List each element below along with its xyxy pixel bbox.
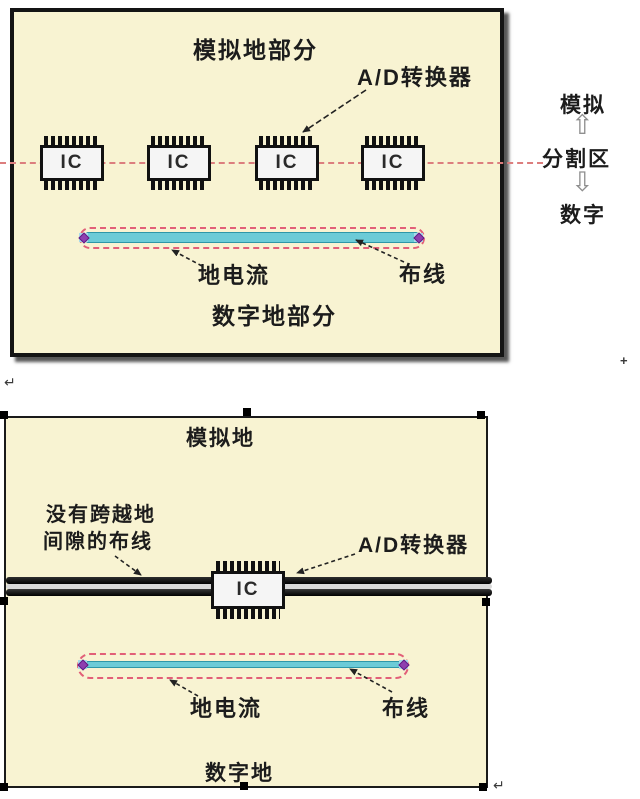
ic-pins-icon	[365, 181, 421, 190]
wiring-trace-bottom	[86, 661, 401, 668]
trace-endpoint-icon	[413, 232, 425, 244]
ad-converter-label-bottom: A/D转换器	[358, 534, 470, 557]
ic-chip-3-ad-converter: IC	[255, 136, 319, 190]
selection-handle-bottom-middle[interactable]	[240, 782, 248, 790]
side-split-zone-label: 分割区	[542, 148, 611, 171]
top-figure-title: 模拟地部分	[193, 37, 318, 63]
ic-chip-1: IC	[40, 136, 104, 190]
ic-pins-icon	[216, 609, 280, 619]
ic-chip-4: IC	[361, 136, 425, 190]
ic-pins-icon	[44, 181, 100, 190]
ic-pins-icon	[365, 136, 421, 145]
bottom-figure-footer: 数字地	[205, 762, 274, 785]
ic-pins-icon	[216, 561, 280, 571]
ground-current-label-top: 地电流	[198, 263, 271, 288]
top-figure-footer: 数字地部分	[212, 303, 337, 329]
bottom-figure-title: 模拟地	[186, 427, 255, 450]
selection-handle-middle-right[interactable]	[482, 598, 490, 606]
paragraph-mark-icon: ↵	[493, 777, 505, 793]
ic-pins-icon	[259, 181, 315, 190]
selection-handle-bottom-right[interactable]	[479, 783, 487, 791]
no-gap-crossing-label-line1: 没有跨越地	[46, 504, 156, 526]
object-anchor-icon: +	[620, 353, 628, 368]
ic-pins-icon	[151, 136, 207, 145]
ic-chip-2: IC	[147, 136, 211, 190]
wiring-label-top: 布线	[399, 262, 448, 287]
down-arrow-icon: ⇩	[571, 167, 594, 197]
ic-label: IC	[147, 145, 211, 181]
wiring-trace-top	[86, 232, 418, 243]
wiring-label-bottom: 布线	[382, 696, 431, 721]
paragraph-mark-icon: ↵	[4, 374, 16, 390]
ic-label: IC	[361, 145, 425, 181]
ic-label: IC	[40, 145, 104, 181]
ic-label: IC	[255, 145, 319, 181]
ic-pins-icon	[259, 136, 315, 145]
trace-endpoint-icon	[77, 659, 89, 671]
ic-label: IC	[211, 571, 285, 609]
ic-chip-ad-converter-bottom: IC	[211, 561, 285, 619]
ic-pins-icon	[44, 136, 100, 145]
ic-pins-icon	[151, 181, 207, 190]
selection-handle-middle-left[interactable]	[0, 597, 8, 605]
up-arrow-icon: ⇧	[571, 110, 594, 140]
selection-handle-bottom-left[interactable]	[0, 783, 8, 791]
side-analog-label: 模拟	[560, 94, 606, 117]
no-gap-crossing-label-line2: 间隙的布线	[43, 531, 153, 553]
selection-handle-top-left[interactable]	[0, 411, 8, 419]
ground-current-label-bottom: 地电流	[190, 696, 263, 721]
ad-converter-label-top: A/D转换器	[357, 65, 473, 90]
side-digital-label: 数字	[560, 204, 606, 227]
trace-endpoint-icon	[398, 659, 410, 671]
trace-endpoint-icon	[78, 232, 90, 244]
selection-handle-top-right[interactable]	[477, 411, 485, 419]
selection-handle-top-middle[interactable]	[243, 408, 251, 416]
